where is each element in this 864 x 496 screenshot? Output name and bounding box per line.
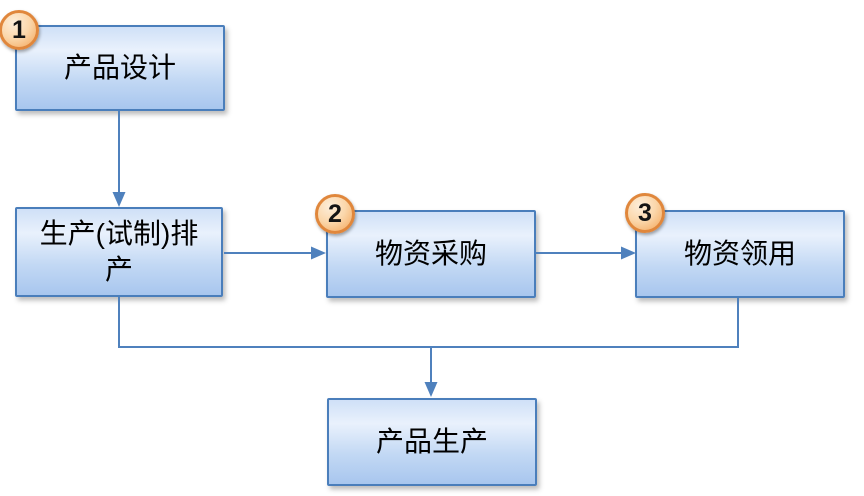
arrowhead-right bbox=[311, 246, 326, 260]
node-production-trial-scheduling: 生产(试制)排 产 bbox=[15, 207, 223, 297]
node-label: 生产(试制)排 产 bbox=[39, 217, 199, 285]
arrowhead-down bbox=[112, 192, 126, 207]
node-product-production: 产品生产 bbox=[327, 398, 537, 486]
step-badge-2: 2 bbox=[315, 194, 355, 234]
step-badge-3: 3 bbox=[625, 193, 665, 233]
step-number: 3 bbox=[638, 198, 652, 227]
arrowhead-right bbox=[621, 246, 636, 260]
node-material-requisition: 物资领用 bbox=[635, 210, 845, 298]
node-label: 物资领用 bbox=[683, 237, 796, 269]
node-label: 物资采购 bbox=[374, 237, 487, 269]
arrowhead-down bbox=[424, 382, 438, 397]
step-number: 1 bbox=[12, 15, 26, 44]
step-number: 2 bbox=[328, 199, 342, 228]
node-label: 产品生产 bbox=[375, 425, 488, 457]
node-label: 产品设计 bbox=[63, 51, 176, 83]
node-product-design: 产品设计 bbox=[15, 25, 225, 111]
step-badge-1: 1 bbox=[0, 10, 39, 50]
node-material-procurement: 物资采购 bbox=[326, 210, 536, 298]
connector-merge-bar bbox=[118, 297, 739, 348]
